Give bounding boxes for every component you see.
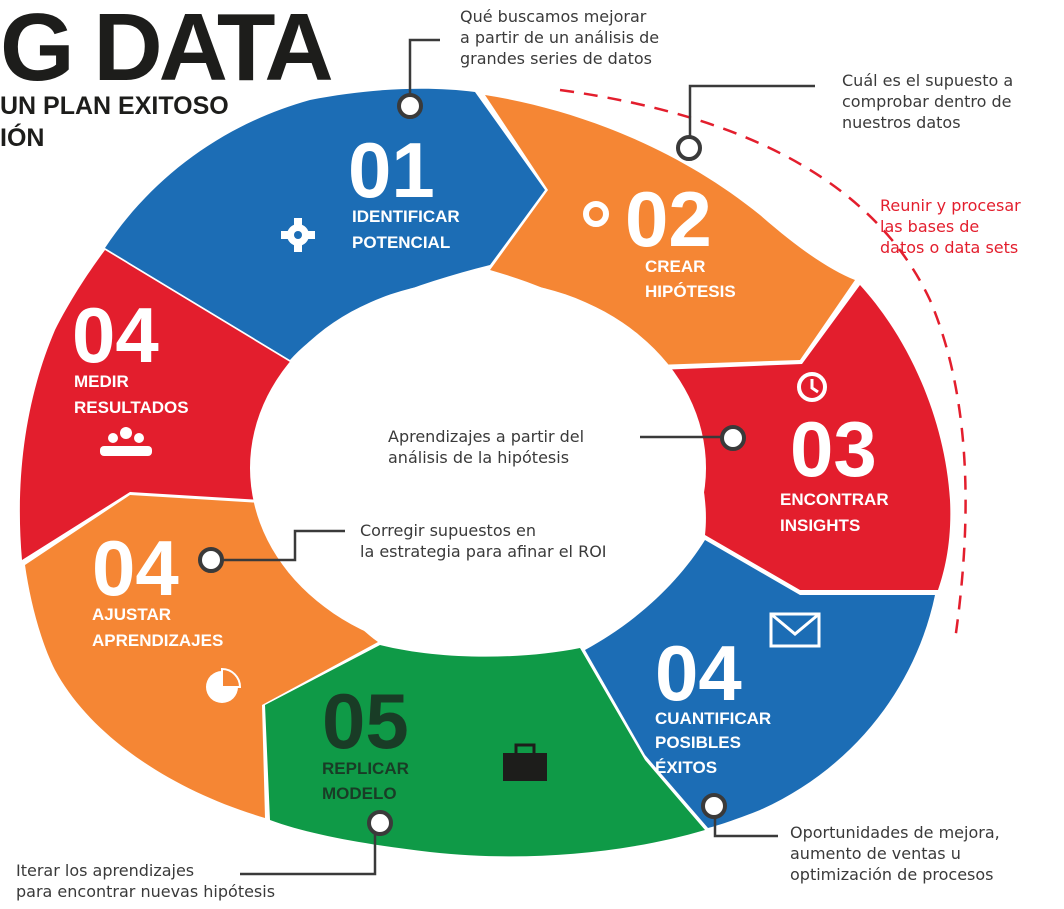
step-02-label-line1: CREAR [645,257,705,276]
step-01-label-line1: IDENTIFICAR [352,207,460,226]
annotation-bottom-left-line-2: para encontrar nuevas hipótesis [16,882,276,901]
pie-chart-icon [206,667,242,703]
subtitle-line-2: IÓN [0,124,45,152]
briefcase-icon [503,743,547,781]
step-02-label-line2: HIPÓTESIS [645,282,736,301]
step-04a-number: 04 [72,291,159,379]
annotation-top-line-3: grandes series de datos [460,49,653,68]
subtitle-line-1: UN PLAN EXITOSO [0,92,229,120]
clock-icon [797,372,827,402]
annotation-bottom-right-line-1: Oportunidades de mejora, [790,823,1000,842]
annotation-center-top-line-1: Aprendizajes a partir del [388,427,585,446]
annotation-bottom-left: Iterar los aprendizajes para encontrar n… [16,860,275,902]
annotation-center-mid: Corregir supuestos en la estrategia para… [360,520,607,562]
step-05-label-line2: MODELO [322,784,397,803]
segment-01-shape [105,88,545,360]
annotation-center-top-line-2: análisis de la hipótesis [388,448,570,467]
annotation-red-note: Reunir y procesar las bases de datos o d… [880,195,1021,258]
annotation-top-line-1: Qué buscamos mejorar [460,7,647,26]
step-04-label-line3: ÉXITOS [655,758,717,777]
connector-dots [198,93,746,836]
step-01-number: 01 [348,126,435,214]
step-03-number: 03 [790,405,877,493]
step-04a-label-line1: MEDIR [74,372,129,391]
page-title: G DATA [0,0,334,101]
annotation-top-right-line-2: comprobar dentro de [842,92,1012,111]
step-04-label-line1: CUANTIFICAR [655,709,771,728]
step-03-label-line2: INSIGHTS [780,516,860,535]
annotation-bottom-right-line-2: aumento de ventas u [790,844,961,863]
gear-icon [281,218,315,252]
annotation-top: Qué buscamos mejorar a partir de un anál… [460,6,659,69]
step-04-number: 04 [655,629,742,717]
annotation-bottom-left-line-1: Iterar los aprendizajes [16,861,195,880]
dashed-arc [559,88,967,641]
step-04a-label-line2: RESULTADOS [74,398,189,417]
step-05-number: 05 [322,677,409,765]
annotation-top-right: Cuál es el supuesto a comprobar dentro d… [842,70,1013,133]
step-01-label-line2: POTENCIAL [352,233,450,252]
center-hole [250,280,706,656]
step-05-label-line1: REPLICAR [322,759,409,778]
step-04-label-line2: POSIBLES [655,733,741,752]
annotation-top-right-line-1: Cuál es el supuesto a [842,71,1014,90]
annotation-center-top: Aprendizajes a partir del análisis de la… [388,426,584,468]
segment-02-shape [485,95,855,365]
annotation-top-line-2: a partir de un análisis de [460,28,660,47]
step-04c-number: 04 [92,524,179,612]
annotation-red-note-line-3: datos o data sets [880,238,1019,257]
segment-05-shape [265,645,705,857]
annotation-red-note-line-1: Reunir y procesar [880,196,1021,215]
annotation-center-mid-line-2: la estrategia para afinar el ROI [360,542,607,561]
connector-lines [213,38,815,876]
segment-04a-shape [19,250,290,560]
envelope-icon [769,612,821,648]
annotation-bottom-right-line-3: optimización de procesos [790,865,994,884]
segment-04c-shape [25,495,378,818]
step-04c-label-line1: AJUSTAR [92,605,171,624]
segment-03-shape [658,285,951,590]
annotation-center-mid-line-1: Corregir supuestos en [360,521,537,540]
annotation-top-right-line-3: nuestros datos [842,113,961,132]
step-04c-label-line2: APRENDIZAJES [92,631,223,650]
cycle-icon [583,201,609,227]
annotation-bottom-right: Oportunidades de mejora, aumento de vent… [790,822,1000,885]
people-icon [100,427,152,456]
annotation-red-note-line-2: las bases de [880,217,980,236]
segment-04b-shape [585,540,935,828]
step-03-label-line1: ENCONTRAR [780,490,889,509]
step-02-number: 02 [625,175,712,263]
